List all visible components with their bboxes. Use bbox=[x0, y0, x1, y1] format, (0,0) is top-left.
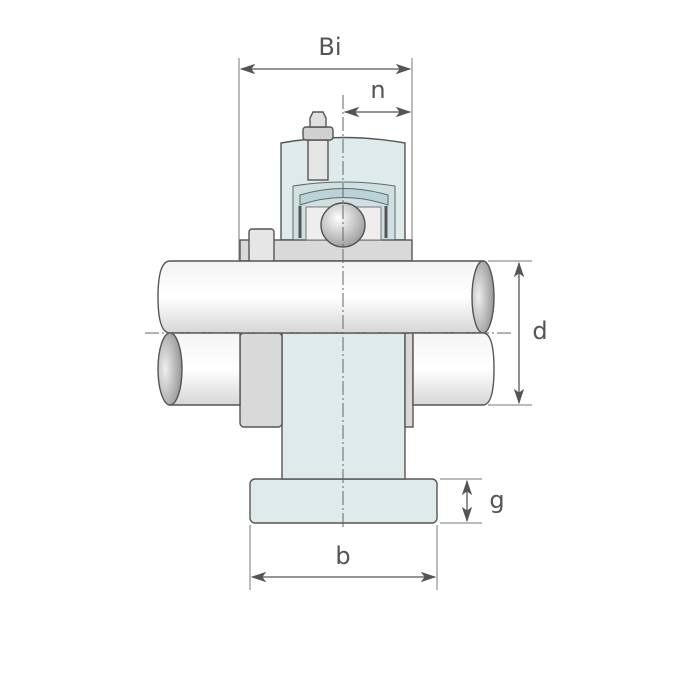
set-screw bbox=[248, 228, 275, 263]
seals bbox=[298, 206, 388, 238]
lower-collar bbox=[239, 332, 283, 428]
dimension-d: d bbox=[488, 260, 548, 406]
label-g: g bbox=[489, 486, 504, 514]
label-n: n bbox=[370, 76, 385, 104]
ball bbox=[320, 202, 366, 248]
grease-nipple bbox=[302, 111, 334, 181]
right-collar bbox=[404, 332, 414, 428]
dimension-b: b bbox=[249, 525, 438, 590]
outer-ring bbox=[299, 188, 389, 206]
shaft bbox=[157, 260, 495, 406]
dimension-n: n bbox=[343, 76, 412, 118]
dimension-g: g bbox=[440, 478, 505, 524]
label-b: b bbox=[335, 542, 350, 570]
dimension-Bi: Bi bbox=[238, 33, 413, 260]
label-d: d bbox=[532, 317, 547, 345]
label-Bi: Bi bbox=[318, 33, 341, 61]
